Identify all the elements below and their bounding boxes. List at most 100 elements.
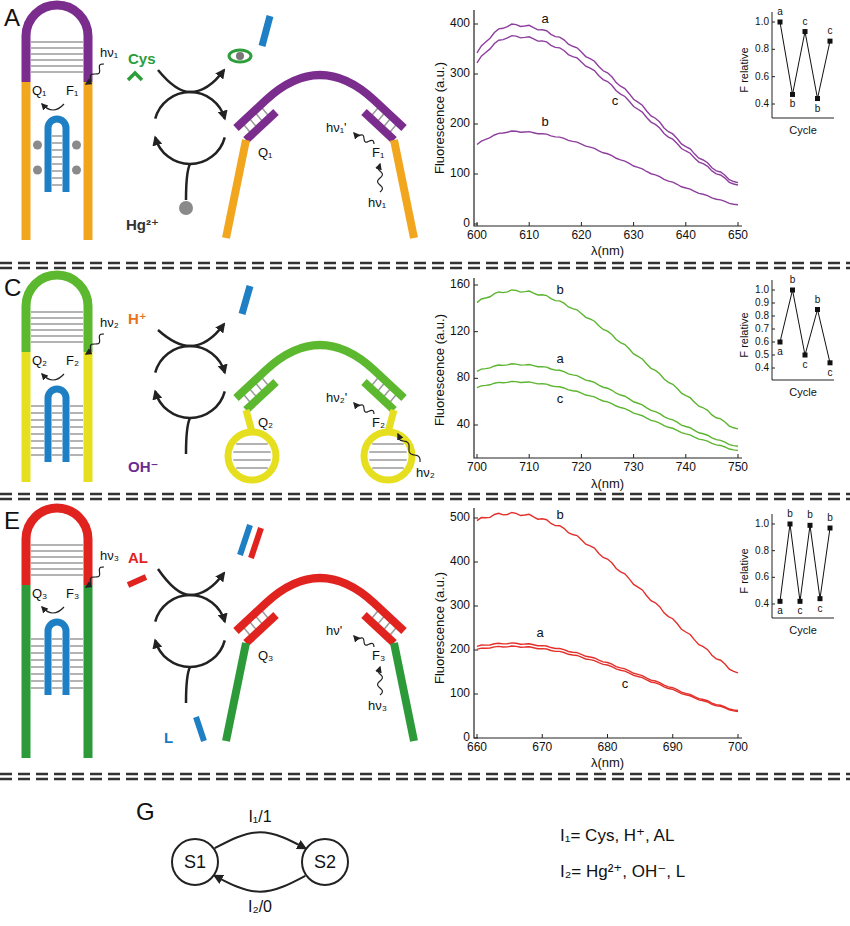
- tick-label: 0.6: [755, 572, 769, 584]
- input-arrow: [186, 667, 190, 703]
- axis-title: F relative: [738, 312, 751, 357]
- axis-title: Fluorescence (a.u.): [433, 314, 448, 426]
- base-pair: [31, 426, 44, 428]
- light-wave: [86, 64, 104, 84]
- base-pair: [31, 556, 83, 558]
- light-wave: [378, 667, 383, 695]
- tick-mark: [772, 22, 775, 23]
- spectrum-curve: [477, 364, 738, 446]
- axis-title: F relative: [738, 548, 751, 593]
- light-wave: [354, 636, 374, 647]
- base-pair: [31, 544, 83, 546]
- tick-label: 690: [663, 741, 683, 755]
- dna-strand: [22, 352, 31, 482]
- base-pair: [31, 645, 44, 647]
- curve-label: a: [541, 12, 548, 27]
- blocker-hairpin: [48, 389, 66, 462]
- fluorophore-label: F₃: [372, 649, 385, 664]
- base-pair: [52, 426, 62, 428]
- base-pair: [31, 335, 83, 337]
- base-pair: [31, 65, 83, 67]
- light-wave: [86, 334, 104, 354]
- blocker-strand: [196, 717, 204, 741]
- tick-label: 720: [571, 461, 591, 475]
- tick-mark: [772, 368, 775, 369]
- base-pair: [31, 412, 44, 414]
- panel-letter: A: [4, 4, 20, 32]
- fluorophore-label: F₁: [66, 84, 78, 99]
- tick-label: 620: [571, 229, 591, 243]
- base-pair: [233, 451, 270, 453]
- tick-mark: [738, 454, 739, 458]
- axis-title: F relative: [738, 47, 751, 92]
- tick-label: 300: [450, 67, 470, 81]
- tick-label: 300: [450, 599, 470, 613]
- base-pair: [52, 454, 62, 456]
- blocker-strand: [240, 525, 250, 555]
- tick-mark: [633, 222, 634, 226]
- tick-label: 1.0: [755, 284, 769, 296]
- tick-mark: [474, 174, 478, 175]
- spectrum-curve: [477, 24, 738, 183]
- tick-label: 0.4: [755, 362, 769, 374]
- dna-strand: [22, 82, 31, 240]
- tick-mark: [672, 734, 673, 738]
- tick-label: 700: [728, 741, 748, 755]
- quencher-label: Q₁: [258, 146, 273, 161]
- data-point: [815, 96, 820, 101]
- point-label: c: [818, 603, 823, 615]
- point-label: c: [828, 367, 833, 379]
- tick-mark: [477, 222, 478, 226]
- transition-arrow: [215, 832, 306, 848]
- base-pair: [52, 652, 62, 654]
- tick-label: 1.0: [755, 16, 769, 28]
- antiblocker-strand: [251, 528, 261, 558]
- quencher-label: Q₂: [258, 416, 273, 431]
- chart-axis: [474, 508, 742, 738]
- tick-label: 680: [597, 741, 617, 755]
- panel-separator: [0, 498, 850, 501]
- light-label: hν₃: [100, 549, 119, 564]
- tick-label: 700: [467, 461, 487, 475]
- tick-label: 500: [450, 511, 470, 525]
- panel-separator: [0, 493, 850, 496]
- base-pair: [70, 638, 83, 640]
- base-pair: [31, 673, 44, 675]
- data-point: [778, 20, 783, 25]
- base-pair: [52, 638, 62, 640]
- base-pair: [31, 311, 83, 313]
- base-pair: [233, 459, 270, 461]
- base-pair: [52, 135, 62, 137]
- axis-title: λ(nm): [591, 756, 624, 771]
- inset-axis: [772, 514, 834, 618]
- mercury-ion: [179, 201, 193, 215]
- base-pair: [52, 680, 62, 682]
- tick-mark: [685, 454, 686, 458]
- point-label: a: [777, 346, 783, 358]
- spectrum-curve: [477, 131, 738, 205]
- panel-separator: [0, 778, 850, 781]
- tick-mark: [529, 222, 530, 226]
- dna-hairpin: [26, 5, 88, 82]
- mercury-ion: [33, 166, 42, 175]
- input-arrow: [158, 70, 190, 92]
- base-pair: [70, 673, 83, 675]
- tick-mark: [477, 454, 478, 458]
- inset-line: [780, 22, 830, 99]
- base-pair: [52, 149, 62, 151]
- inset-line: [780, 524, 830, 601]
- dna-strand: [84, 352, 93, 482]
- axis-title: Cycle: [789, 386, 817, 399]
- transition-label: I₂/0: [246, 898, 274, 916]
- base-pair: [52, 170, 62, 172]
- base-pair: [31, 419, 44, 421]
- spectrum-curve: [477, 290, 738, 429]
- tick-label: 730: [624, 461, 644, 475]
- light-label: hν₂: [100, 316, 119, 331]
- panel-letter: E: [4, 507, 20, 535]
- curve-label: c: [612, 93, 619, 108]
- tick-label: 0.8: [755, 44, 769, 56]
- input-note: I₁= Cys, H⁺, AL: [560, 826, 674, 846]
- base-pair: [52, 673, 62, 675]
